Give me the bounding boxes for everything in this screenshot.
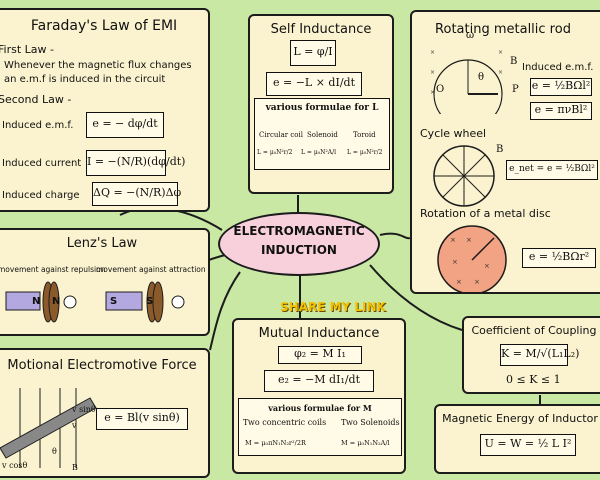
self-inductance-sub: various formulae for L xyxy=(265,103,379,113)
motional-title: Motional Electromotive Force xyxy=(7,358,197,373)
val-circular: L = μ₀N²r/2 xyxy=(257,149,293,156)
magnetic-formula: U = W = ½ L I² xyxy=(480,434,576,456)
col-toroid: Toroid xyxy=(353,131,376,139)
rod-label-b: B xyxy=(510,56,518,67)
motional-v-sin: v sinθ xyxy=(72,405,96,414)
metal-disc-diagram: × × × × × × xyxy=(437,225,507,292)
motional-v-cos: v cosθ xyxy=(2,461,28,470)
center-line-2: INDUCTION xyxy=(261,243,337,257)
coupling-card: Coefficient of Coupling K = M/√(L₁L₂) 0 … xyxy=(462,316,600,394)
induced-emf-label: Induced e.m.f. xyxy=(2,120,74,131)
motional-card: Motional Electromotive Force v sinθ v co… xyxy=(0,348,210,478)
val-two-solenoids: M = μ₀N₁N₂A/l xyxy=(341,439,390,447)
self-inductance-table: various formulae for L Circular coil Sol… xyxy=(254,98,390,170)
col-solenoid: Solenoid xyxy=(307,131,338,139)
svg-text:×: × xyxy=(484,262,490,270)
coupling-title: Coefficient of Coupling xyxy=(471,324,597,337)
second-law-label: Second Law - xyxy=(0,93,72,106)
induced-emf-rod-label: Induced e.m.f. xyxy=(522,62,594,73)
val-solenoid: L = μ₀N²A/l xyxy=(301,149,337,156)
svg-text:×: × xyxy=(430,69,435,76)
svg-text:×: × xyxy=(430,89,435,96)
induced-current-label: Induced current xyxy=(2,158,82,169)
cycle-formula: e_net = e = ½BΩl² xyxy=(506,160,598,180)
lenz-repulsion: movement against repulsion xyxy=(0,265,106,274)
svg-text:×: × xyxy=(450,236,456,244)
rotating-card: Rotating metallic rod × × × × × O P θ ω B In… xyxy=(410,10,600,294)
self-inductance-formula-2: e = −L × dI/dt xyxy=(266,72,362,96)
magnetic-card: Magnetic Energy of Inductor U = W = ½ L … xyxy=(434,404,600,474)
faraday-card: Faraday's Law of EMI First Law - Wheneve… xyxy=(0,8,210,212)
col-concentric: Two concentric coils xyxy=(243,418,327,427)
self-inductance-title: Self Inductance xyxy=(270,22,372,37)
induced-emf-formula: e = − dφ/dt xyxy=(86,112,164,138)
mutual-title: Mutual Inductance xyxy=(258,326,380,341)
mutual-card: Mutual Inductance φ₂ = M I₁ e₂ = −M dI₁/… xyxy=(232,318,406,474)
cycle-label-b: B xyxy=(496,144,504,155)
mutual-table: various formulae for M Two concentric co… xyxy=(238,398,402,456)
mutual-sub: various formulae for M xyxy=(268,403,372,413)
val-concentric: M = μ₀πN₁N₂r²/2R xyxy=(245,439,306,447)
lenz-card: Lenz's Law movement against repulsion mo… xyxy=(0,228,210,336)
cycle-wheel-title: Cycle wheel xyxy=(420,127,487,140)
motional-formula: e = Bl(v sinθ) xyxy=(96,408,188,430)
mutual-formula-1: φ₂ = M I₁ xyxy=(278,346,362,364)
svg-text:×: × xyxy=(456,278,462,286)
first-law-label: First Law - xyxy=(0,43,54,56)
mutual-formula-2: e₂ = −M dI₁/dt xyxy=(264,370,374,392)
svg-text:×: × xyxy=(466,236,472,244)
first-law-desc-2: an e.m.f is induced in the circuit xyxy=(4,74,166,85)
rod-formula-2: e = πνBl² xyxy=(530,102,592,120)
magnetic-title: Magnetic Energy of Inductor xyxy=(442,412,598,425)
val-toroid: L = μ₀N²r/2 xyxy=(347,149,383,156)
col-two-solenoids: Two Solenoids xyxy=(341,418,400,427)
self-inductance-card: Self Inductance L = φ/I e = −L × dI/dt v… xyxy=(248,14,394,194)
rod-label-p: P xyxy=(512,84,519,95)
lenz-s-2: S xyxy=(146,296,154,307)
col-circular: Circular coil xyxy=(259,131,303,139)
svg-text:×: × xyxy=(452,258,458,266)
center-line-1: ELECTROMAGNETIC xyxy=(233,224,365,238)
rotating-rod-diagram: × × × × × xyxy=(430,49,503,114)
svg-text:×: × xyxy=(430,49,435,56)
motional-b: B xyxy=(72,463,78,472)
motional-theta: θ xyxy=(52,447,57,456)
rotating-rod-title: Rotating metallic rod xyxy=(435,22,571,37)
lenz-attraction: movement against attraction xyxy=(96,265,206,274)
faraday-title: Faraday's Law of EMI xyxy=(30,18,178,34)
center-node: ELECTROMAGNETIC INDUCTION xyxy=(218,212,380,276)
svg-text:×: × xyxy=(498,49,503,56)
cycle-wheel-diagram xyxy=(433,145,495,207)
disc-title: Rotation of a metal disc xyxy=(420,207,551,220)
coupling-formula-1: K = M/√(L₁L₂) xyxy=(500,344,579,366)
induced-current-formula: I = −(N/R)(dφ/dt) xyxy=(86,150,185,176)
induced-charge-label: Induced charge xyxy=(2,190,80,201)
induced-charge-formula: ΔQ = −(N/R)Δφ xyxy=(92,182,181,206)
self-inductance-formula-1: L = φ/I xyxy=(290,40,336,66)
lenz-diagram xyxy=(5,281,185,323)
svg-text:×: × xyxy=(474,278,480,286)
first-law-desc-1: Whenever the magnetic flux changes xyxy=(4,60,192,71)
rod-label-theta: θ xyxy=(478,72,485,83)
share-my-link[interactable]: SHARE MY LINK xyxy=(280,300,386,314)
disc-formula: e = ½BΩr² xyxy=(522,248,596,268)
motional-v: v xyxy=(72,421,77,430)
rod-formula-1: e = ½BΩl² xyxy=(530,78,592,96)
svg-text:×: × xyxy=(498,69,503,76)
rod-label-omega: ω xyxy=(466,30,475,41)
rod-label-o: O xyxy=(436,84,445,95)
lenz-title: Lenz's Law xyxy=(66,236,138,251)
lenz-s-1: S xyxy=(110,296,118,307)
coupling-formula-2: 0 ≤ K ≤ 1 xyxy=(506,373,561,386)
lenz-n-2: N xyxy=(52,296,61,307)
lenz-n-1: N xyxy=(32,296,41,307)
